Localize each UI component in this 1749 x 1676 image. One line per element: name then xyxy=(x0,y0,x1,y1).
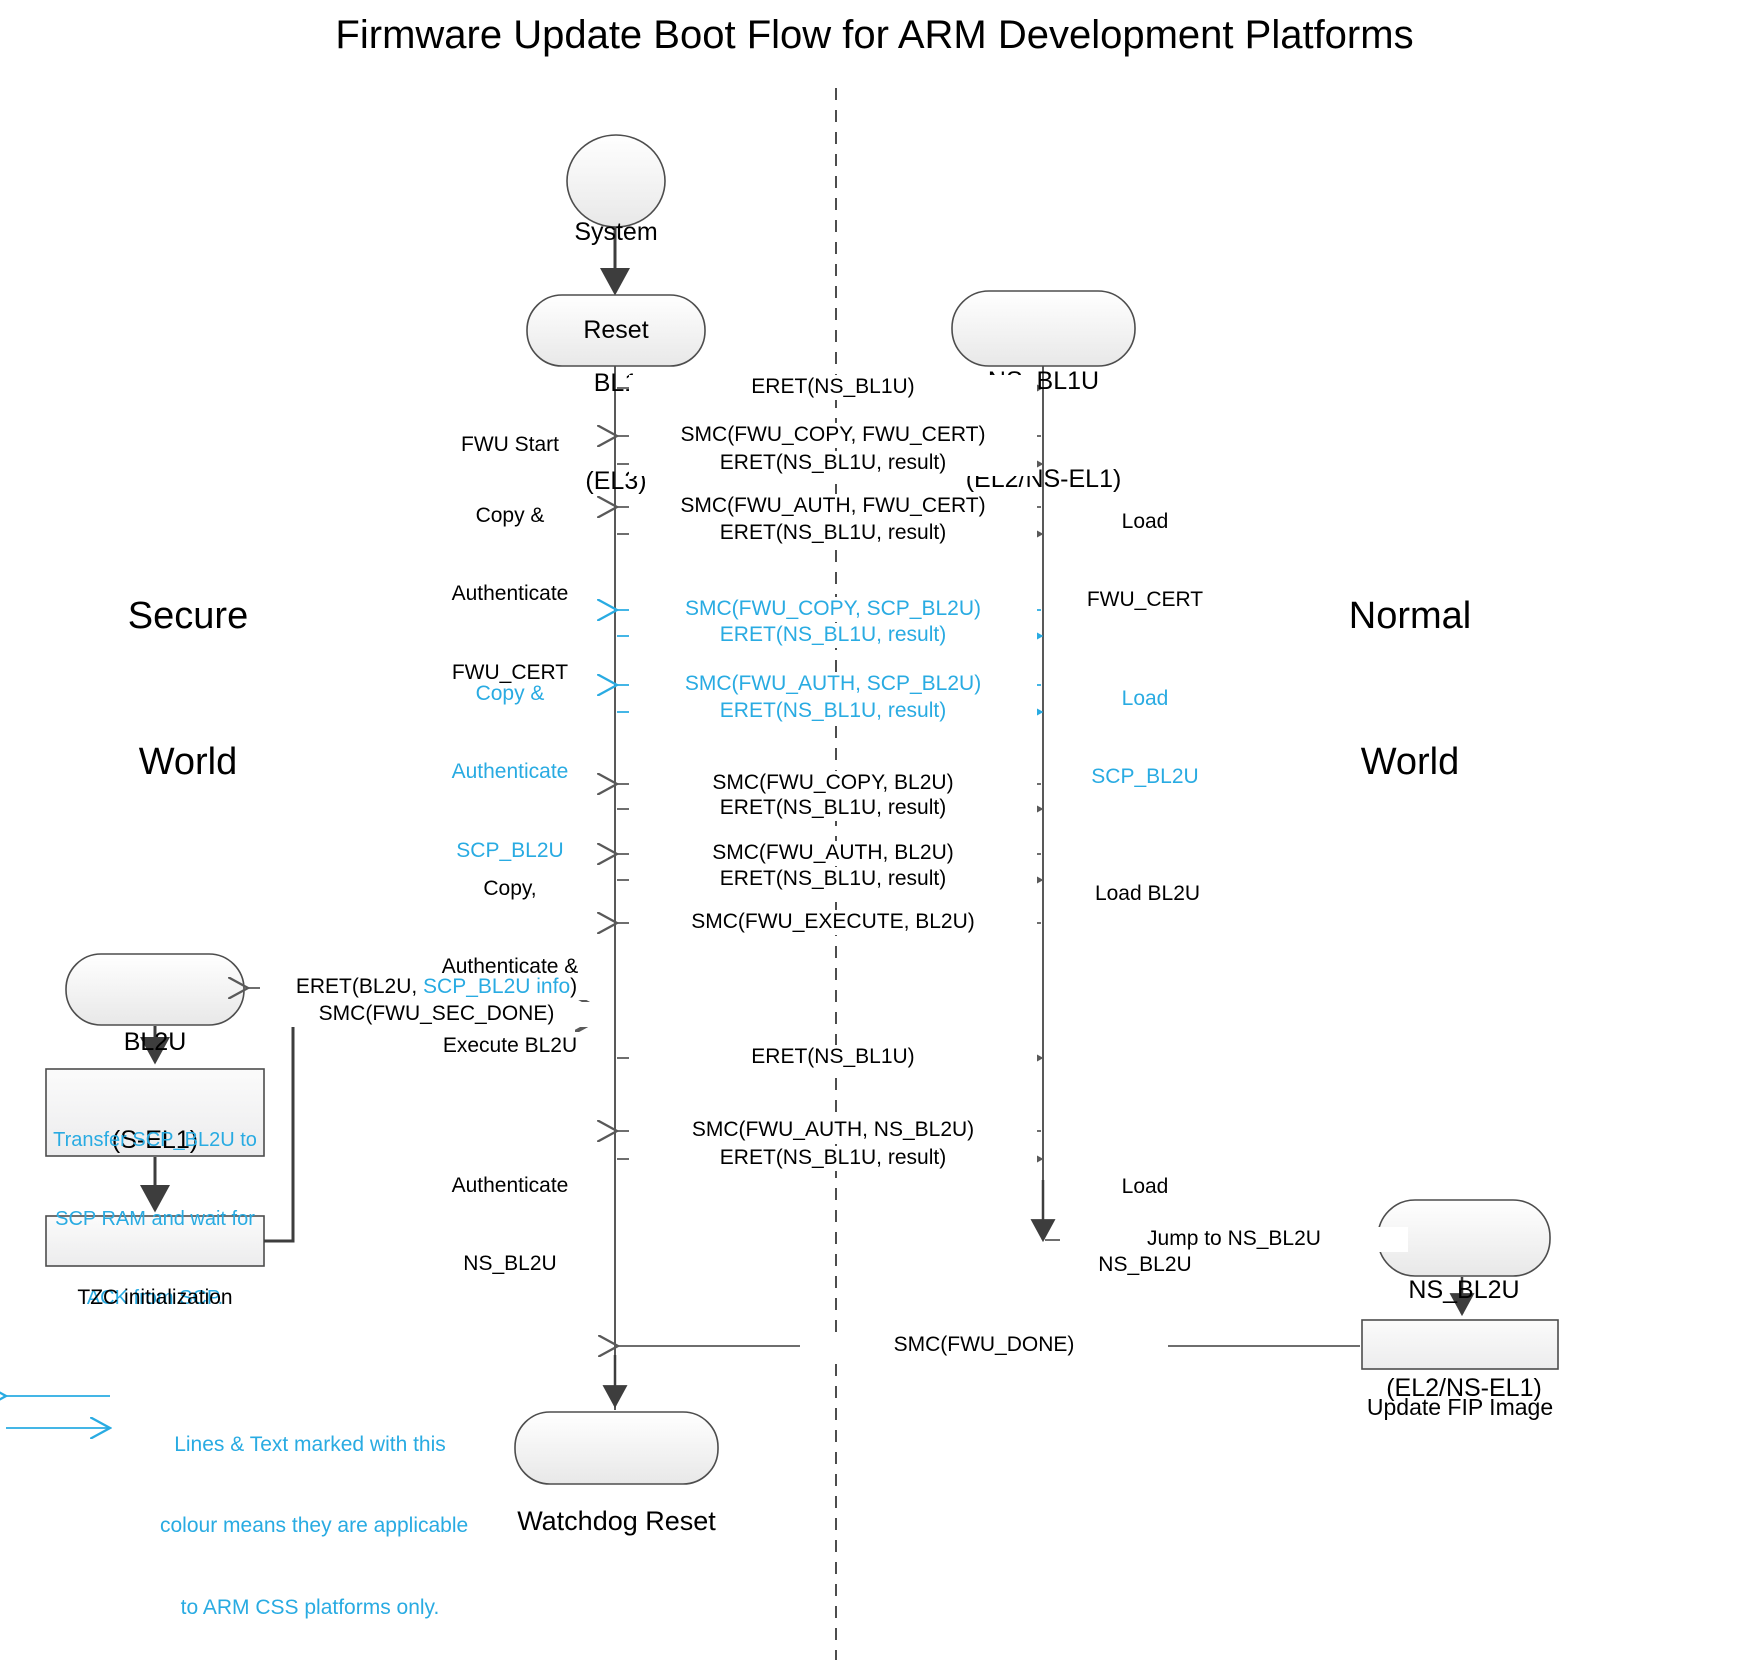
b4-line2: NS_BL2U xyxy=(1098,1253,1192,1277)
normal-world-line2: World xyxy=(1360,741,1460,784)
normal-world-label: Normal World xyxy=(1290,495,1530,884)
message-label-m12: SMC(FWU_AUTH, BL2U) xyxy=(629,841,1037,866)
node-watchdog-reset-label[interactable]: Watchdog Reset xyxy=(515,1434,718,1609)
a3-line2: Authenticate xyxy=(451,760,569,784)
a5-line1: Authenticate xyxy=(451,1173,569,1197)
message-label-m7: ERET(NS_BL1U, result) xyxy=(629,623,1037,648)
message-label-m2: SMC(FWU_COPY, FWU_CERT) xyxy=(629,423,1037,448)
message-label-m3: ERET(NS_BL1U, result) xyxy=(629,451,1037,476)
node-ns-bl1u-label[interactable]: NS_BL1U (EL2/NS-EL1) xyxy=(952,300,1135,560)
a2-line3: FWU_CERT xyxy=(451,661,569,684)
message-label-m15: ERET(BL2U, SCP_BL2U info) xyxy=(260,975,613,1000)
message-label-m1: ERET(NS_BL1U) xyxy=(629,375,1037,400)
node-bl2u-label[interactable]: BL2U (S-EL1) xyxy=(66,961,244,1221)
ns-bl2u-line2: (EL2/NS-EL1) xyxy=(1386,1373,1542,1402)
legend-line1: Lines & Text marked with this xyxy=(174,1432,446,1456)
message-label-m21: SMC(FWU_DONE) xyxy=(800,1333,1168,1358)
message-label-m13: ERET(NS_BL1U, result) xyxy=(629,867,1037,892)
node-ns-bl2u-label[interactable]: NS_BL2U (EL2/NS-EL1) xyxy=(1378,1209,1550,1469)
message-label-m5: ERET(NS_BL1U, result) xyxy=(629,521,1037,546)
secure-world-label: Secure World xyxy=(68,495,308,884)
a2-line2: Authenticate xyxy=(451,582,569,606)
page-title: Firmware Update Boot Flow for ARM Develo… xyxy=(335,13,1414,57)
a4-line2: Authenticate & xyxy=(441,955,579,979)
box-update-fip-image-label: Update FIP Image xyxy=(1362,1331,1558,1483)
update-fip-box-line1: Update FIP Image xyxy=(1366,1393,1554,1420)
annotation-copy-auth-fwu-cert: Copy & Authenticate FWU_CERT xyxy=(425,450,595,739)
node-bl1 xyxy=(526,294,706,367)
b1-line1: Load xyxy=(1121,509,1169,533)
secure-world-line1: Secure xyxy=(127,595,249,638)
a5-line2: NS_BL2U xyxy=(463,1252,557,1276)
message-label-m6: SMC(FWU_COPY, SCP_BL2U) xyxy=(629,597,1037,622)
secure-world-line2: World xyxy=(138,741,238,784)
bl2u-line2: (S-EL1) xyxy=(111,1125,199,1154)
b4-line1: Load xyxy=(1121,1174,1169,1198)
legend-line3: to ARM CSS platforms only. xyxy=(180,1596,440,1620)
node-system-reset-label[interactable]: System Reset xyxy=(540,151,692,411)
message-label-m19: ERET(NS_BL1U, result) xyxy=(629,1146,1037,1171)
system-reset-line2: Reset xyxy=(583,315,649,344)
a4-line3: Execute BL2U xyxy=(442,1034,578,1057)
message-label-m4: SMC(FWU_AUTH, FWU_CERT) xyxy=(629,494,1037,519)
message-label-m10: SMC(FWU_COPY, BL2U) xyxy=(629,771,1037,796)
a3-line3: SCP_BL2U xyxy=(456,839,564,862)
watchdog-reset-line1: Watchdog Reset xyxy=(517,1506,716,1537)
message-label-m9: ERET(NS_BL1U, result) xyxy=(629,699,1037,724)
annotation-load-ns-bl2u: Load NS_BL2U xyxy=(1060,1121,1230,1331)
node-system-reset xyxy=(566,134,666,228)
annotation-copy-auth-exec-bl2u: Copy, Authenticate & Execute BL2U xyxy=(420,823,600,1112)
annotation-load-bl2u: Load BL2U xyxy=(1060,828,1235,959)
node-watchdog-reset xyxy=(514,1411,719,1485)
annotation-authenticate-ns-bl2u: Authenticate NS_BL2U xyxy=(425,1120,595,1330)
b1-line2: FWU_CERT xyxy=(1086,588,1204,612)
b2-line1: Load xyxy=(1121,686,1169,710)
a4-line1: Copy, xyxy=(483,876,537,900)
legend-note: Lines & Text marked with this colour mea… xyxy=(160,1376,469,1676)
annotation-load-scp-bl2u: Load SCP_BL2U xyxy=(1060,633,1230,843)
transfer-box-line1: Transfer SCP_BL2U to xyxy=(53,1128,257,1151)
transfer-box-line2: SCP RAM and wait for xyxy=(55,1207,255,1230)
bl2u-line1: BL2U xyxy=(123,1028,187,1056)
b2-line2: SCP_BL2U xyxy=(1091,765,1199,789)
a2-line1: Copy & xyxy=(475,503,545,527)
message-label-m18: SMC(FWU_AUTH, NS_BL2U) xyxy=(629,1118,1037,1143)
m15-part-a: ERET(BL2U, xyxy=(295,975,424,998)
b3-line1: Load BL2U xyxy=(1094,881,1201,905)
box-tzc-initialization xyxy=(45,1215,265,1267)
message-label-m20: Jump to NS_BL2U xyxy=(1060,1227,1408,1252)
annotation-load-fwu-cert: Load FWU_CERT xyxy=(1060,456,1230,666)
message-label-m11: ERET(NS_BL1U, result) xyxy=(629,796,1037,821)
annotation-fwu-start-line1: FWU Start xyxy=(461,432,559,456)
box-update-fip-image xyxy=(1361,1319,1559,1370)
node-ns-bl1u xyxy=(951,290,1136,367)
box-transfer-scp-bl2u-label: Transfer SCP_BL2U to SCP RAM and wait fo… xyxy=(46,1074,264,1364)
transfer-box-line3: ACK from SCP. xyxy=(86,1287,224,1310)
annotation-fwu-start: FWU Start xyxy=(425,379,595,510)
tzc-box-line1: TZC initialization xyxy=(77,1286,233,1310)
m15-part-c: ) xyxy=(570,975,578,998)
a3-line1: Copy & xyxy=(475,681,545,705)
message-label-m16: SMC(FWU_SEC_DONE) xyxy=(260,1002,613,1027)
box-transfer-scp-bl2u xyxy=(45,1068,265,1157)
annotation-copy-auth-scp-bl2u: Copy & Authenticate SCP_BL2U xyxy=(425,628,595,917)
legend-line2: colour means they are applicable xyxy=(160,1514,469,1538)
ns-bl2u-line1: NS_BL2U xyxy=(1408,1276,1520,1304)
system-reset-line1: System xyxy=(574,218,658,246)
message-label-m17: ERET(NS_BL1U) xyxy=(629,1045,1037,1070)
message-label-m14: SMC(FWU_EXECUTE, BL2U) xyxy=(629,910,1037,935)
normal-world-line1: Normal xyxy=(1348,595,1472,638)
message-label-m8: SMC(FWU_AUTH, SCP_BL2U) xyxy=(629,672,1037,697)
m15-part-b: SCP_BL2U info xyxy=(423,975,571,998)
box-tzc-initialization-label: TZC initialization xyxy=(46,1229,264,1368)
